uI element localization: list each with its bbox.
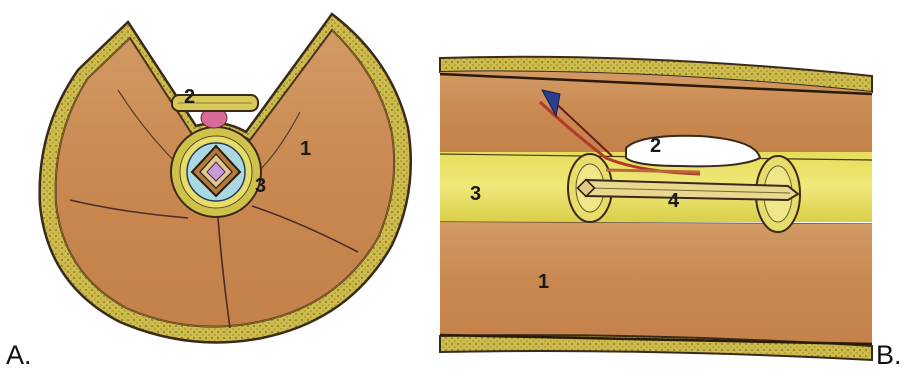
panel-b-label-4: 4	[668, 190, 680, 212]
panel-b-label-1: 1	[538, 271, 549, 293]
panel-b-plate-base	[606, 170, 700, 172]
panel-a-cross-section: 2 1 3	[40, 14, 411, 342]
panel-b-longitudinal-section: 2 3 4 1	[440, 57, 872, 360]
panel-b-label-3: 3	[470, 183, 481, 205]
panel-a-label-2: 2	[184, 86, 195, 108]
panel-letter-a: A.	[6, 340, 32, 371]
panel-b-muscle-bottom	[440, 222, 872, 346]
panel-a-label-1: 1	[300, 138, 311, 160]
panel-letter-b: B.	[876, 340, 902, 371]
panel-b-label-2: 2	[650, 135, 661, 157]
panel-a-label-3: 3	[255, 175, 266, 197]
